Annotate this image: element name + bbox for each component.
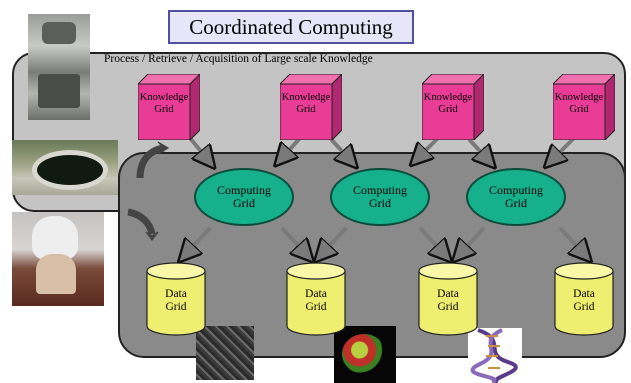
data-grid-label: Data bbox=[573, 288, 595, 300]
computing-grid-label: Computing bbox=[352, 183, 407, 197]
knowledge-grid-label: Grid bbox=[569, 104, 589, 115]
computing-grid-label: Grid bbox=[232, 196, 255, 210]
protein-image bbox=[334, 326, 396, 383]
knowledge-grid-label: Grid bbox=[296, 104, 316, 115]
data-grid-label: Data bbox=[305, 288, 327, 300]
knowledge-grid-label: Grid bbox=[438, 104, 458, 115]
computing-grid-label: Grid bbox=[504, 196, 527, 210]
computing-grid-label: Computing bbox=[216, 183, 271, 197]
diagram-title: Coordinated Computing bbox=[168, 10, 414, 44]
knowledge-grid-label: Grid bbox=[154, 104, 174, 115]
data-grid-label: Grid bbox=[165, 301, 187, 313]
computing-grid-label: Computing bbox=[488, 183, 543, 197]
machine-photo bbox=[28, 14, 90, 120]
stadium-photo bbox=[12, 140, 118, 195]
data-grid-label: Data bbox=[165, 288, 187, 300]
person-photo bbox=[12, 212, 104, 306]
data-grid-label: Data bbox=[437, 288, 459, 300]
computing-grid-label: Grid bbox=[368, 196, 391, 210]
dna-image bbox=[468, 328, 522, 383]
knowledge-grid-label: Knowledge bbox=[423, 92, 473, 103]
data-grid-label: Grid bbox=[573, 301, 595, 313]
knowledge-grid-label: Knowledge bbox=[281, 92, 331, 103]
data-grid-label: Grid bbox=[437, 301, 459, 313]
microscope-image bbox=[196, 326, 254, 380]
knowledge-grid-label: Knowledge bbox=[554, 92, 604, 103]
diagram-subtitle: Process / Retrieve / Acquisition of Larg… bbox=[104, 53, 373, 65]
data-grid-label: Grid bbox=[305, 301, 327, 313]
knowledge-grid-label: Knowledge bbox=[139, 92, 189, 103]
